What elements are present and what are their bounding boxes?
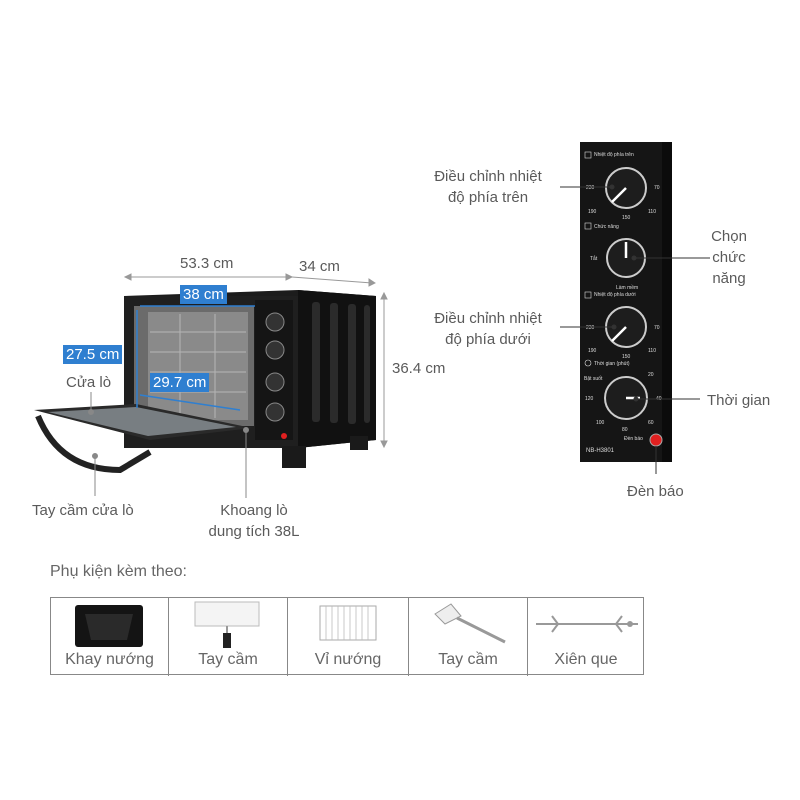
svg-text:230: 230 <box>586 185 595 191</box>
accessory-item: Khay nướng <box>51 598 169 676</box>
svg-text:150: 150 <box>622 354 631 360</box>
function-knob: Chức năng Tắt Làm mềm <box>584 222 646 291</box>
svg-text:20: 20 <box>648 372 654 378</box>
top-heat-label: Điều chỉnh nhiệt độ phía trên <box>418 166 558 208</box>
svg-text:230: 230 <box>586 325 595 331</box>
svg-text:Làm mềm: Làm mềm <box>616 285 638 291</box>
svg-text:Bật suốt: Bật suốt <box>584 376 603 382</box>
bottom-heat-label-line2: độ phía dưới <box>445 331 531 348</box>
oven-body <box>34 290 376 474</box>
panel-connectors <box>560 184 710 474</box>
oven-illustration <box>34 273 388 498</box>
accessories-table: Khay nướng Tay cầm Vỉ nướng Tay cầm <box>50 597 644 676</box>
control-panel: Nhiệt độ phía trên 230 190 150 110 70 Ch… <box>560 142 710 474</box>
accessory-name: Khay nướng <box>65 651 154 668</box>
accessory-name: Vỉ nướng <box>314 651 382 668</box>
timer-label: Thời gian <box>707 392 771 409</box>
oven-height-label: 36.4 cm <box>392 360 446 377</box>
top-heat-label-line1: Điều chỉnh nhiệt <box>434 168 542 185</box>
svg-text:70: 70 <box>654 185 660 191</box>
bottom-heat-label-line1: Điều chỉnh nhiệt <box>434 310 542 327</box>
cavity-label-line1: Khoang lò <box>220 502 288 519</box>
accessory-name: Tay cầm <box>198 651 258 668</box>
bottom-knob-title: Nhiệt độ phía dưới <box>594 292 636 298</box>
function-label-line3: năng <box>712 270 746 287</box>
svg-text:110: 110 <box>648 209 656 215</box>
tray-handle-icon <box>194 601 260 648</box>
model-label: NB-H3801 <box>586 448 615 454</box>
door-handle-label: Tay cầm cửa lò <box>32 502 134 519</box>
inner-height-label: 27.5 cm <box>63 345 123 364</box>
svg-text:100: 100 <box>596 420 605 426</box>
door-label: Cửa lò <box>66 374 112 391</box>
top-heat-label-line2: độ phía trên <box>447 189 529 206</box>
dimension-lines <box>123 273 388 449</box>
svg-text:60: 60 <box>648 420 654 426</box>
accessories-title: Phụ kiện kèm theo: <box>50 563 187 580</box>
accessory-item: Vỉ nướng <box>288 598 409 676</box>
indicator-label: Đèn báo <box>627 483 684 500</box>
bottom-heat-label: Điều chỉnh nhiệt độ phía dưới <box>418 308 558 350</box>
function-knob-title: Chức năng <box>594 224 619 230</box>
oven-width-label: 53.3 cm <box>180 255 234 272</box>
svg-text:190: 190 <box>588 209 597 215</box>
svg-text:Tắt: Tắt <box>590 255 598 262</box>
wire-rack-icon <box>319 605 377 641</box>
rack-handle-icon <box>434 603 506 644</box>
rotisserie-skewer-icon <box>536 615 638 633</box>
accessory-item: Xiên que <box>528 598 644 676</box>
accessory-name: Tay cầm <box>438 651 498 668</box>
baking-tray-icon <box>75 605 143 647</box>
cavity-label: Khoang lò dung tích 38L <box>196 500 312 542</box>
svg-text:70: 70 <box>654 325 660 331</box>
timer-knob: Thời gian (phút) Bật suốt 20 40 60 80 10… <box>584 359 662 433</box>
svg-text:190: 190 <box>588 348 597 354</box>
timer-knob-title: Thời gian (phút) <box>594 361 630 367</box>
accessory-item: Tay cầm <box>409 598 528 676</box>
accessory-name: Xiên que <box>554 651 618 668</box>
svg-text:110: 110 <box>648 348 656 354</box>
function-label-line2: chức <box>712 249 746 266</box>
svg-text:120: 120 <box>585 396 594 402</box>
indicator-small-label: Đèn báo <box>624 436 643 442</box>
function-label: Chọn chức năng <box>702 226 756 289</box>
indicator-light <box>649 433 663 447</box>
inner-width-label: 38 cm <box>180 285 227 304</box>
accessory-item: Tay cầm <box>169 598 288 676</box>
svg-text:80: 80 <box>622 427 628 433</box>
cavity-label-line2: dung tích 38L <box>208 523 300 540</box>
top-knob-title: Nhiệt độ phía trên <box>594 152 634 158</box>
function-label-line1: Chọn <box>711 228 747 245</box>
oven-depth-label: 34 cm <box>299 258 340 275</box>
svg-text:150: 150 <box>622 215 631 221</box>
top-heat-knob: Nhiệt độ phía trên 230 190 150 110 70 <box>584 151 660 221</box>
inner-depth-label: 29.7 cm <box>150 373 210 392</box>
